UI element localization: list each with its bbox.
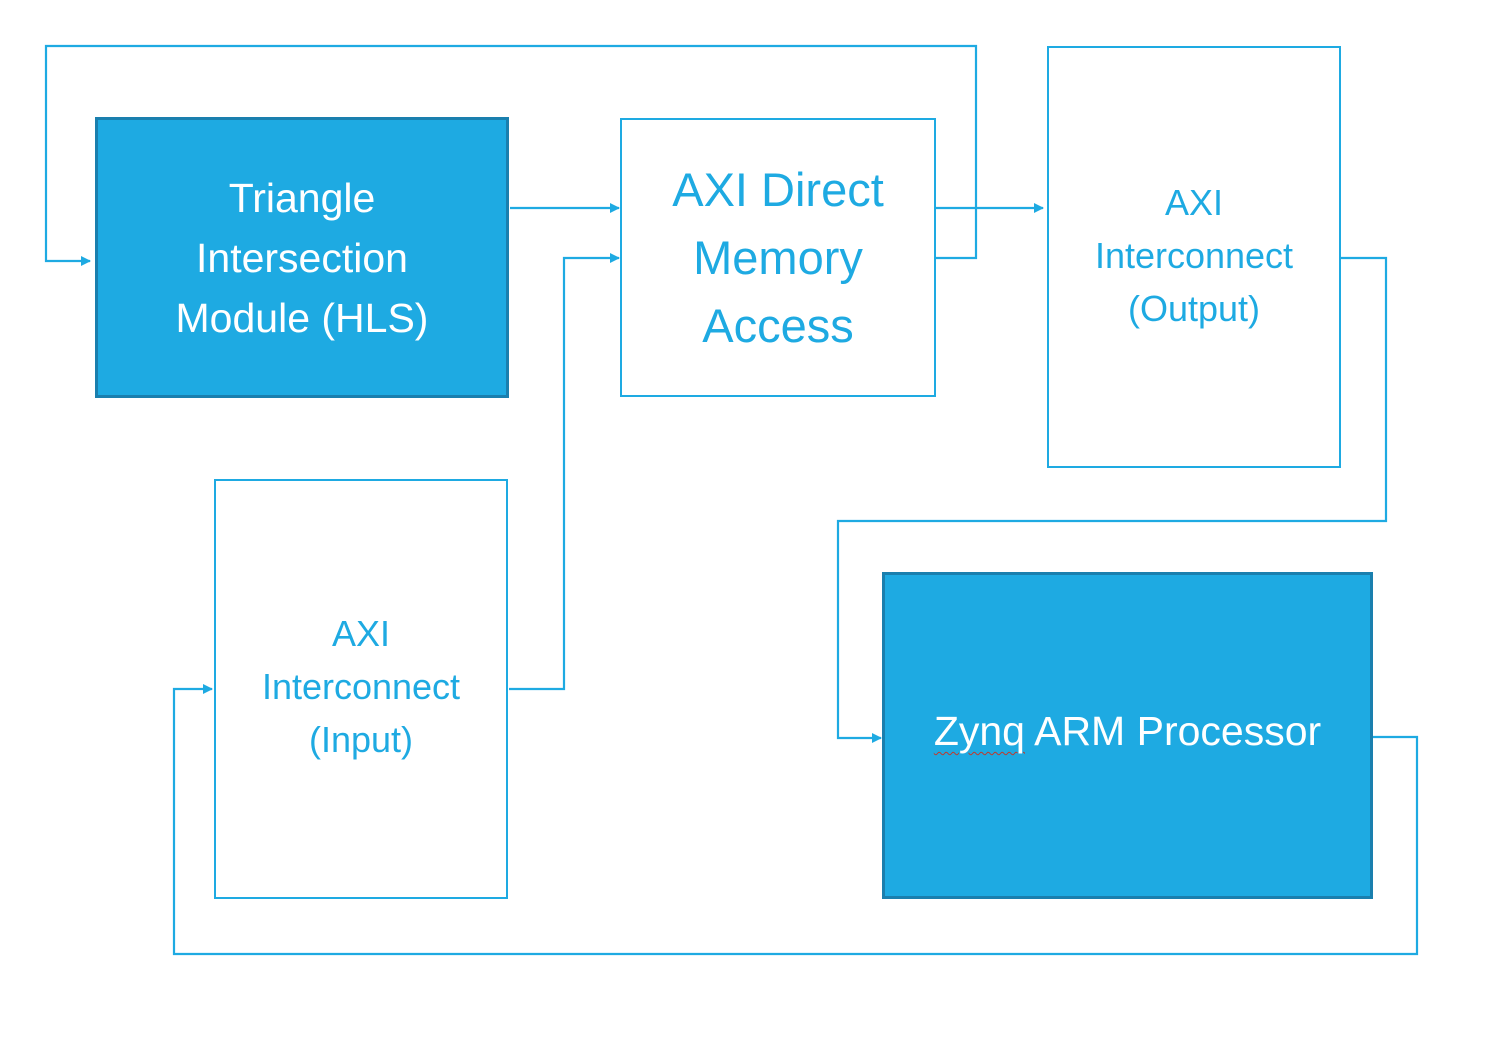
zynq-label-rest: ARM Processor: [1024, 708, 1322, 754]
axi-interconnect-output-label: AXI Interconnect (Output): [1094, 182, 1294, 329]
axi-dma-label: AXI Direct Memory Access: [672, 162, 884, 352]
axi-interconnect-input-block: AXI Interconnect (Input): [214, 479, 508, 899]
connector-output-interconnect-to-zynq: [836, 256, 1388, 743]
axi-interconnect-input-label: AXI Interconnect (Input): [261, 612, 461, 760]
triangle-intersection-module-block: Triangle Intersection Module (HLS): [95, 117, 509, 398]
zynq-spellcheck-word: Zynq: [933, 708, 1025, 754]
connector-zynq-to-input-interconnect: [172, 684, 1419, 956]
axi-dma-block: AXI Direct Memory Access: [620, 118, 936, 397]
triangle-intersection-module-label: Triangle Intersection Module (HLS): [175, 174, 429, 341]
axi-interconnect-output-block: AXI Interconnect (Output): [1047, 46, 1341, 468]
zynq-arm-processor-label: Zynq ARM Processor: [934, 708, 1321, 755]
zynq-arm-processor-block: Zynq ARM Processor: [882, 572, 1373, 899]
connector-dma-to-triangle-module: [44, 44, 978, 266]
connector-input-interconnect-to-dma: [509, 253, 620, 691]
